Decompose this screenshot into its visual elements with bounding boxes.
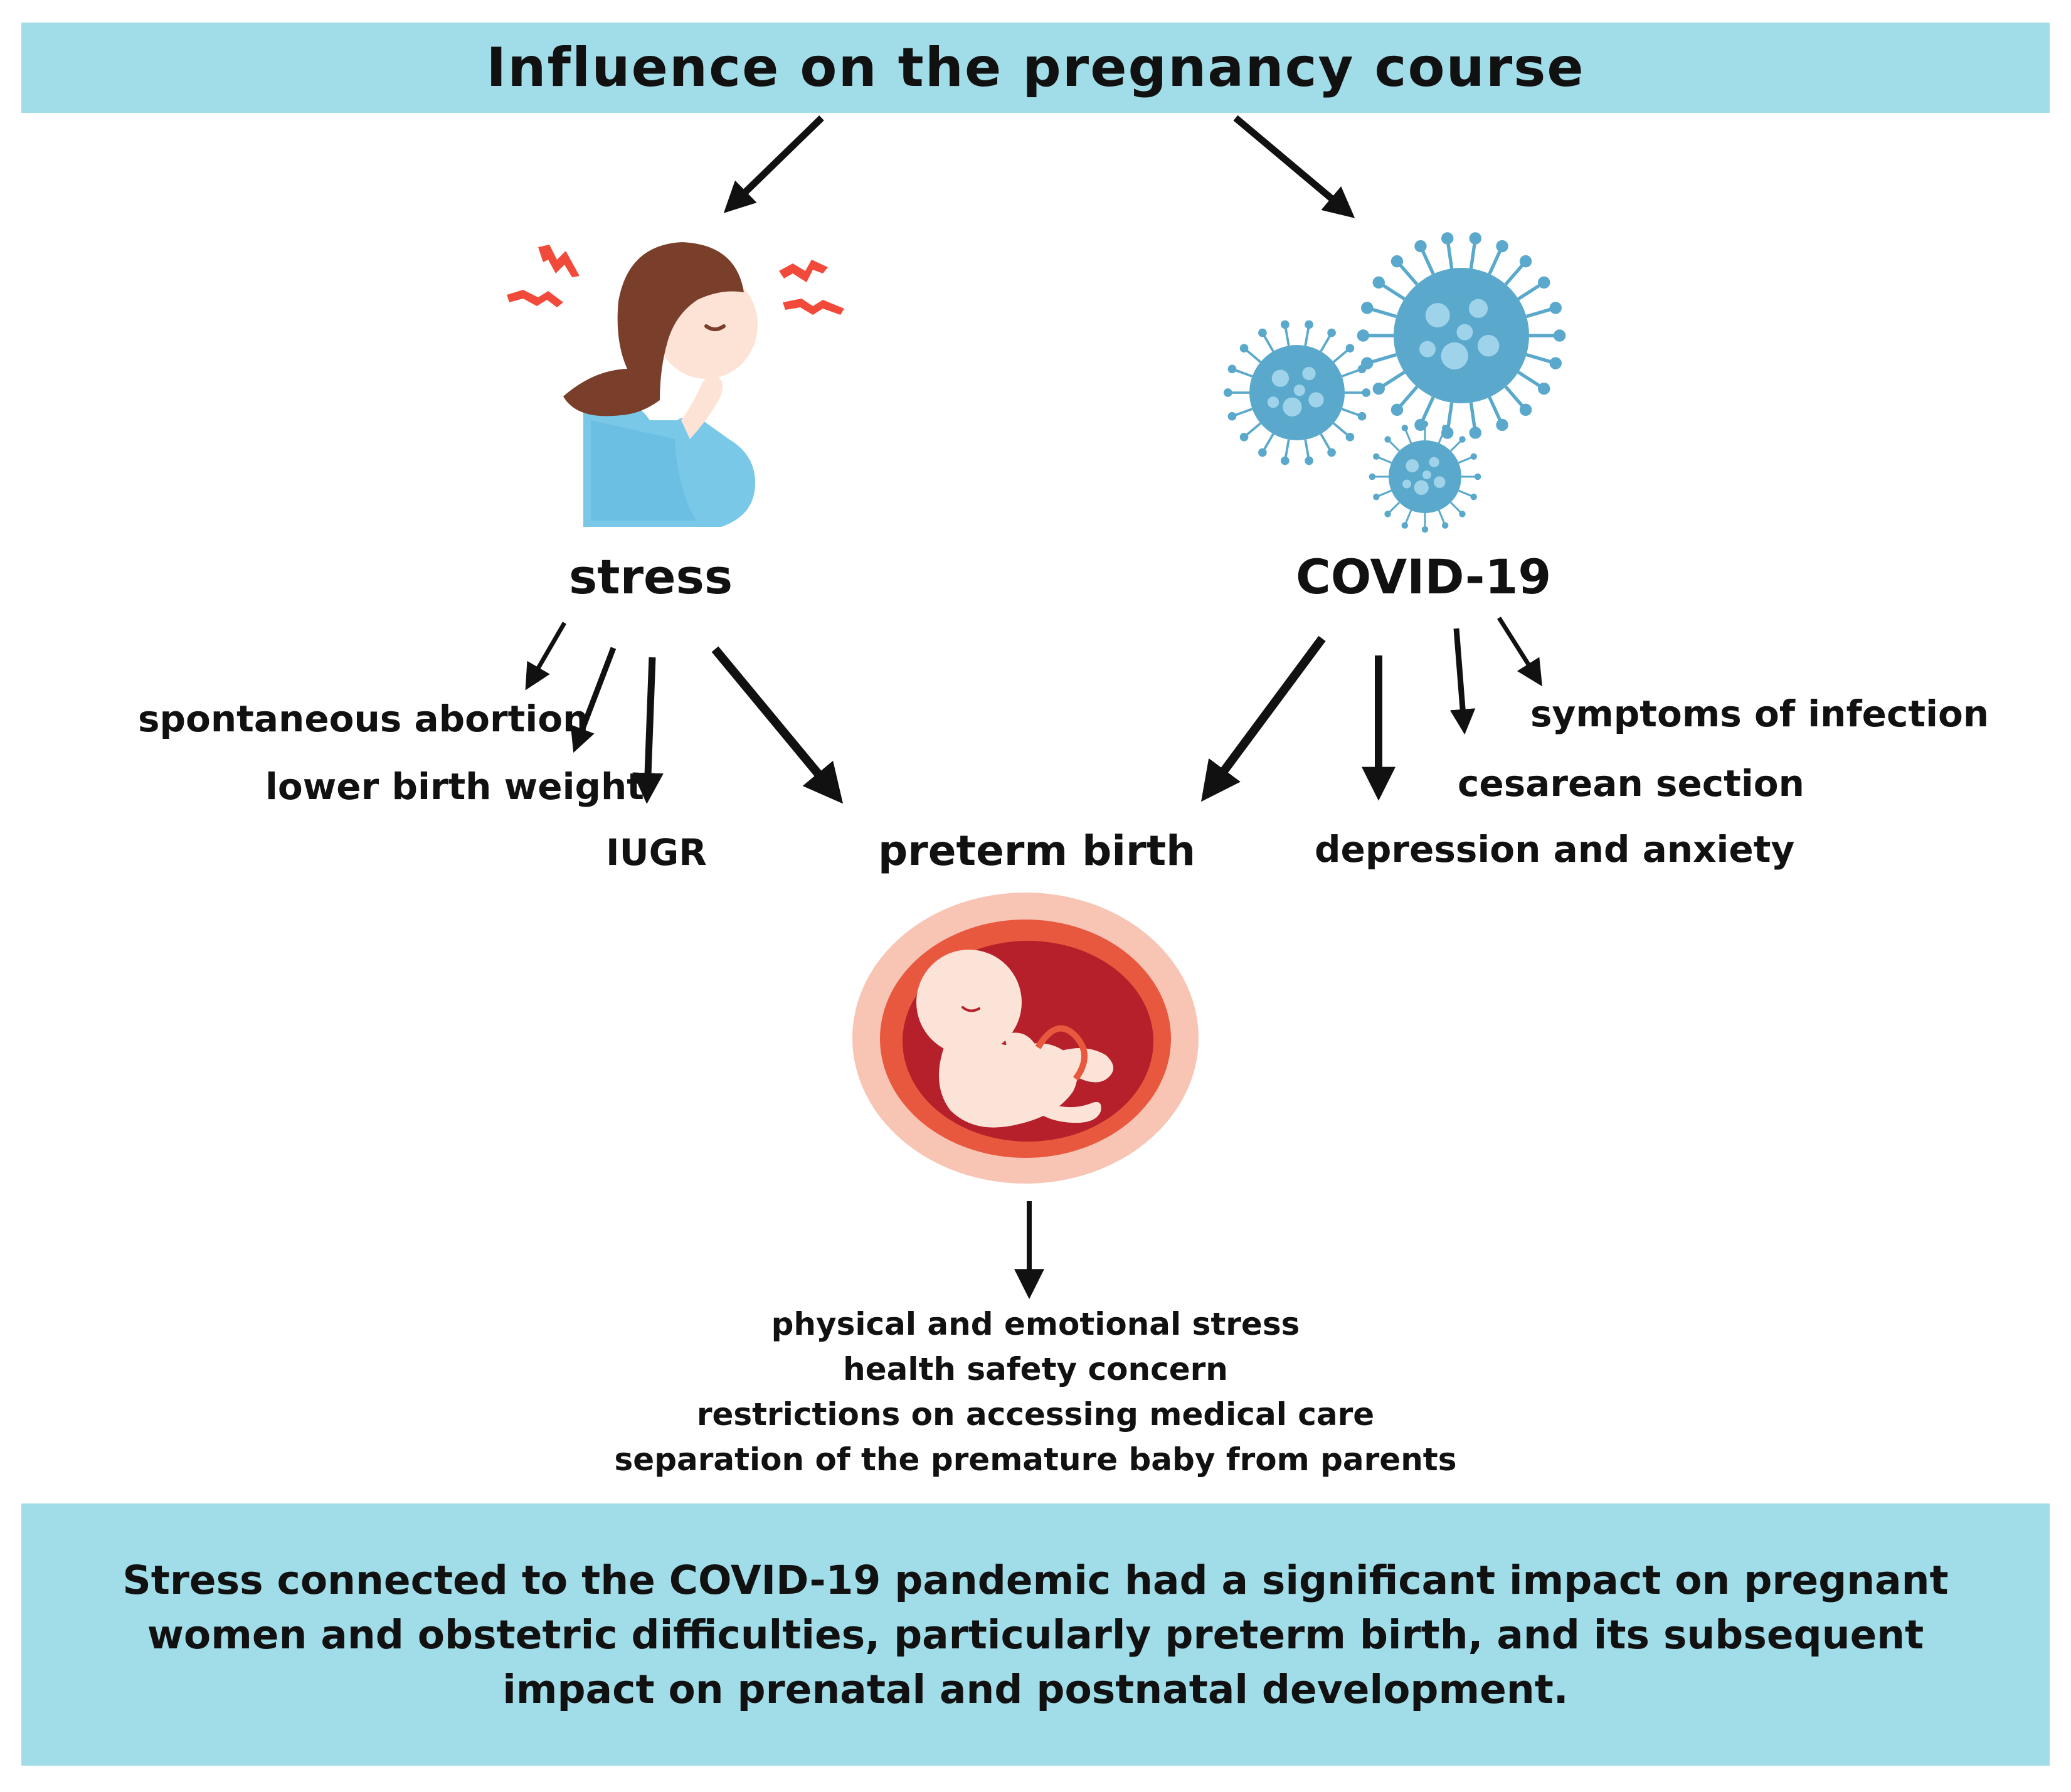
outcome-preterm-birth: preterm birth bbox=[878, 827, 1196, 875]
title-banner: Influence on the pregnancy course bbox=[21, 23, 2050, 113]
outcome-spontaneous-abortion: spontaneous abortion bbox=[138, 697, 589, 740]
arrow-covid-to-cesarean-section bbox=[1449, 628, 1476, 735]
fetus bbox=[916, 950, 1114, 1128]
arrow-title-to-stress bbox=[723, 115, 824, 213]
consequence-item: physical and emotional stress bbox=[771, 1306, 1300, 1342]
outcome-cesarean-section: cesarean section bbox=[1458, 762, 1804, 805]
consequence-item: restrictions on accessing medical care bbox=[696, 1396, 1375, 1433]
outcome-lower-birth-weight: lower birth weight bbox=[265, 765, 644, 808]
outcome-symptoms-of-infection: symptoms of infection bbox=[1530, 692, 1989, 735]
preterm-consequences-list: physical and emotional stress health saf… bbox=[408, 1302, 1663, 1482]
arrow-title-to-covid bbox=[1233, 115, 1355, 218]
stressed-pregnant-woman-icon bbox=[507, 242, 844, 527]
stress-marks bbox=[507, 245, 844, 315]
arrow-covid-to-symptoms-of-infection bbox=[1497, 617, 1542, 687]
conclusion-banner: Stress connected to the COVID-19 pandemi… bbox=[21, 1503, 2050, 1766]
consequence-item: separation of the premature baby from pa… bbox=[614, 1441, 1457, 1478]
hair bbox=[563, 242, 744, 416]
consequence-item: health safety concern bbox=[843, 1351, 1228, 1387]
virus-icon bbox=[1223, 232, 1566, 533]
virus-particle-left bbox=[1223, 320, 1371, 465]
outcome-iugr: IUGR bbox=[606, 831, 707, 874]
virus-particle-large bbox=[1357, 232, 1566, 439]
arm bbox=[681, 376, 723, 439]
arrow-stress-to-iugr bbox=[632, 657, 664, 804]
arrow-stress-to-lower-birth-weight bbox=[570, 647, 617, 753]
virus-particle-small bbox=[1369, 420, 1481, 533]
factor-stress-label: stress bbox=[569, 549, 733, 605]
fetus-in-womb-icon bbox=[852, 893, 1199, 1184]
arrow-stress-to-preterm-birth bbox=[711, 646, 844, 804]
outcome-depression-and-anxiety: depression and anxiety bbox=[1315, 828, 1795, 871]
factor-covid-label: COVID-19 bbox=[1296, 549, 1552, 605]
diagram-title: Influence on the pregnancy course bbox=[486, 36, 1585, 99]
arrow-stress-to-spontaneous-abortion bbox=[525, 622, 567, 691]
arrow-covid-to-preterm-birth bbox=[1200, 635, 1326, 802]
conclusion-text: Stress connected to the COVID-19 pandemi… bbox=[122, 1557, 1949, 1712]
